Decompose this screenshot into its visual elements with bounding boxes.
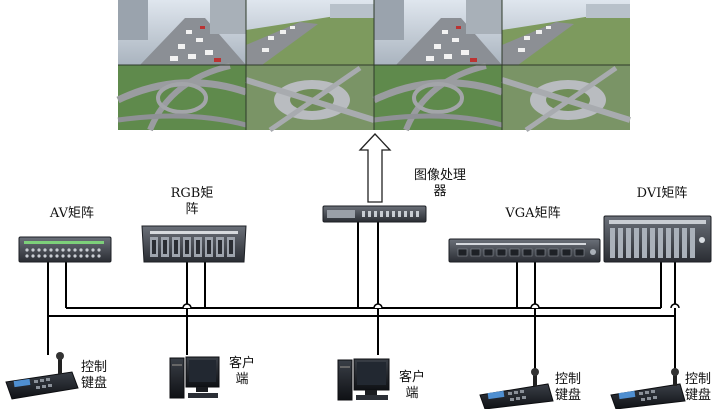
client-left-label: 客户 端	[228, 356, 255, 387]
control-keyboard-center	[479, 368, 554, 409]
dvi-matrix-label: DVI矩阵	[636, 186, 688, 201]
video-wall-seams	[118, 0, 630, 130]
tower-icon	[337, 359, 353, 401]
rgb-matrix-label: RGB矩 阵	[170, 186, 214, 217]
vga-matrix-label: VGA矩阵	[505, 206, 561, 221]
dvi-matrix-device	[603, 215, 712, 263]
interchange-camera-view	[372, 63, 504, 132]
road-camera-view	[246, 0, 374, 65]
plaza-camera-view	[245, 65, 375, 133]
keyboard-right-label: 控制 键盘	[684, 372, 711, 403]
traffic-camera-view	[374, 0, 502, 65]
control-keyboard-right	[610, 368, 686, 409]
connection-bus	[47, 222, 676, 372]
client-computer-left	[169, 356, 220, 399]
plaza-camera-view	[501, 65, 631, 133]
client-center-label: 客户 端	[398, 370, 425, 401]
rgb-matrix-device	[141, 225, 247, 263]
keyboard-center-label: 控制 键盘	[554, 372, 581, 403]
control-keyboard-left	[5, 352, 79, 400]
interchange-camera-view	[116, 63, 248, 132]
av-matrix-device	[18, 236, 112, 263]
image-processor-label: 图像处理 器	[413, 168, 466, 199]
tower-icon	[169, 357, 185, 399]
road-camera-view	[502, 0, 630, 65]
line-crossing-hops	[182, 303, 680, 309]
av-matrix-label: AV矩阵	[49, 206, 95, 221]
signal-up-arrow	[358, 133, 392, 203]
video-wall	[116, 0, 631, 133]
keyboard-left-label: 控制 键盘	[80, 360, 107, 391]
image-processor-device	[322, 205, 427, 223]
client-computer-center	[337, 358, 390, 401]
traffic-camera-view	[118, 0, 246, 65]
vga-matrix-device	[448, 238, 601, 263]
